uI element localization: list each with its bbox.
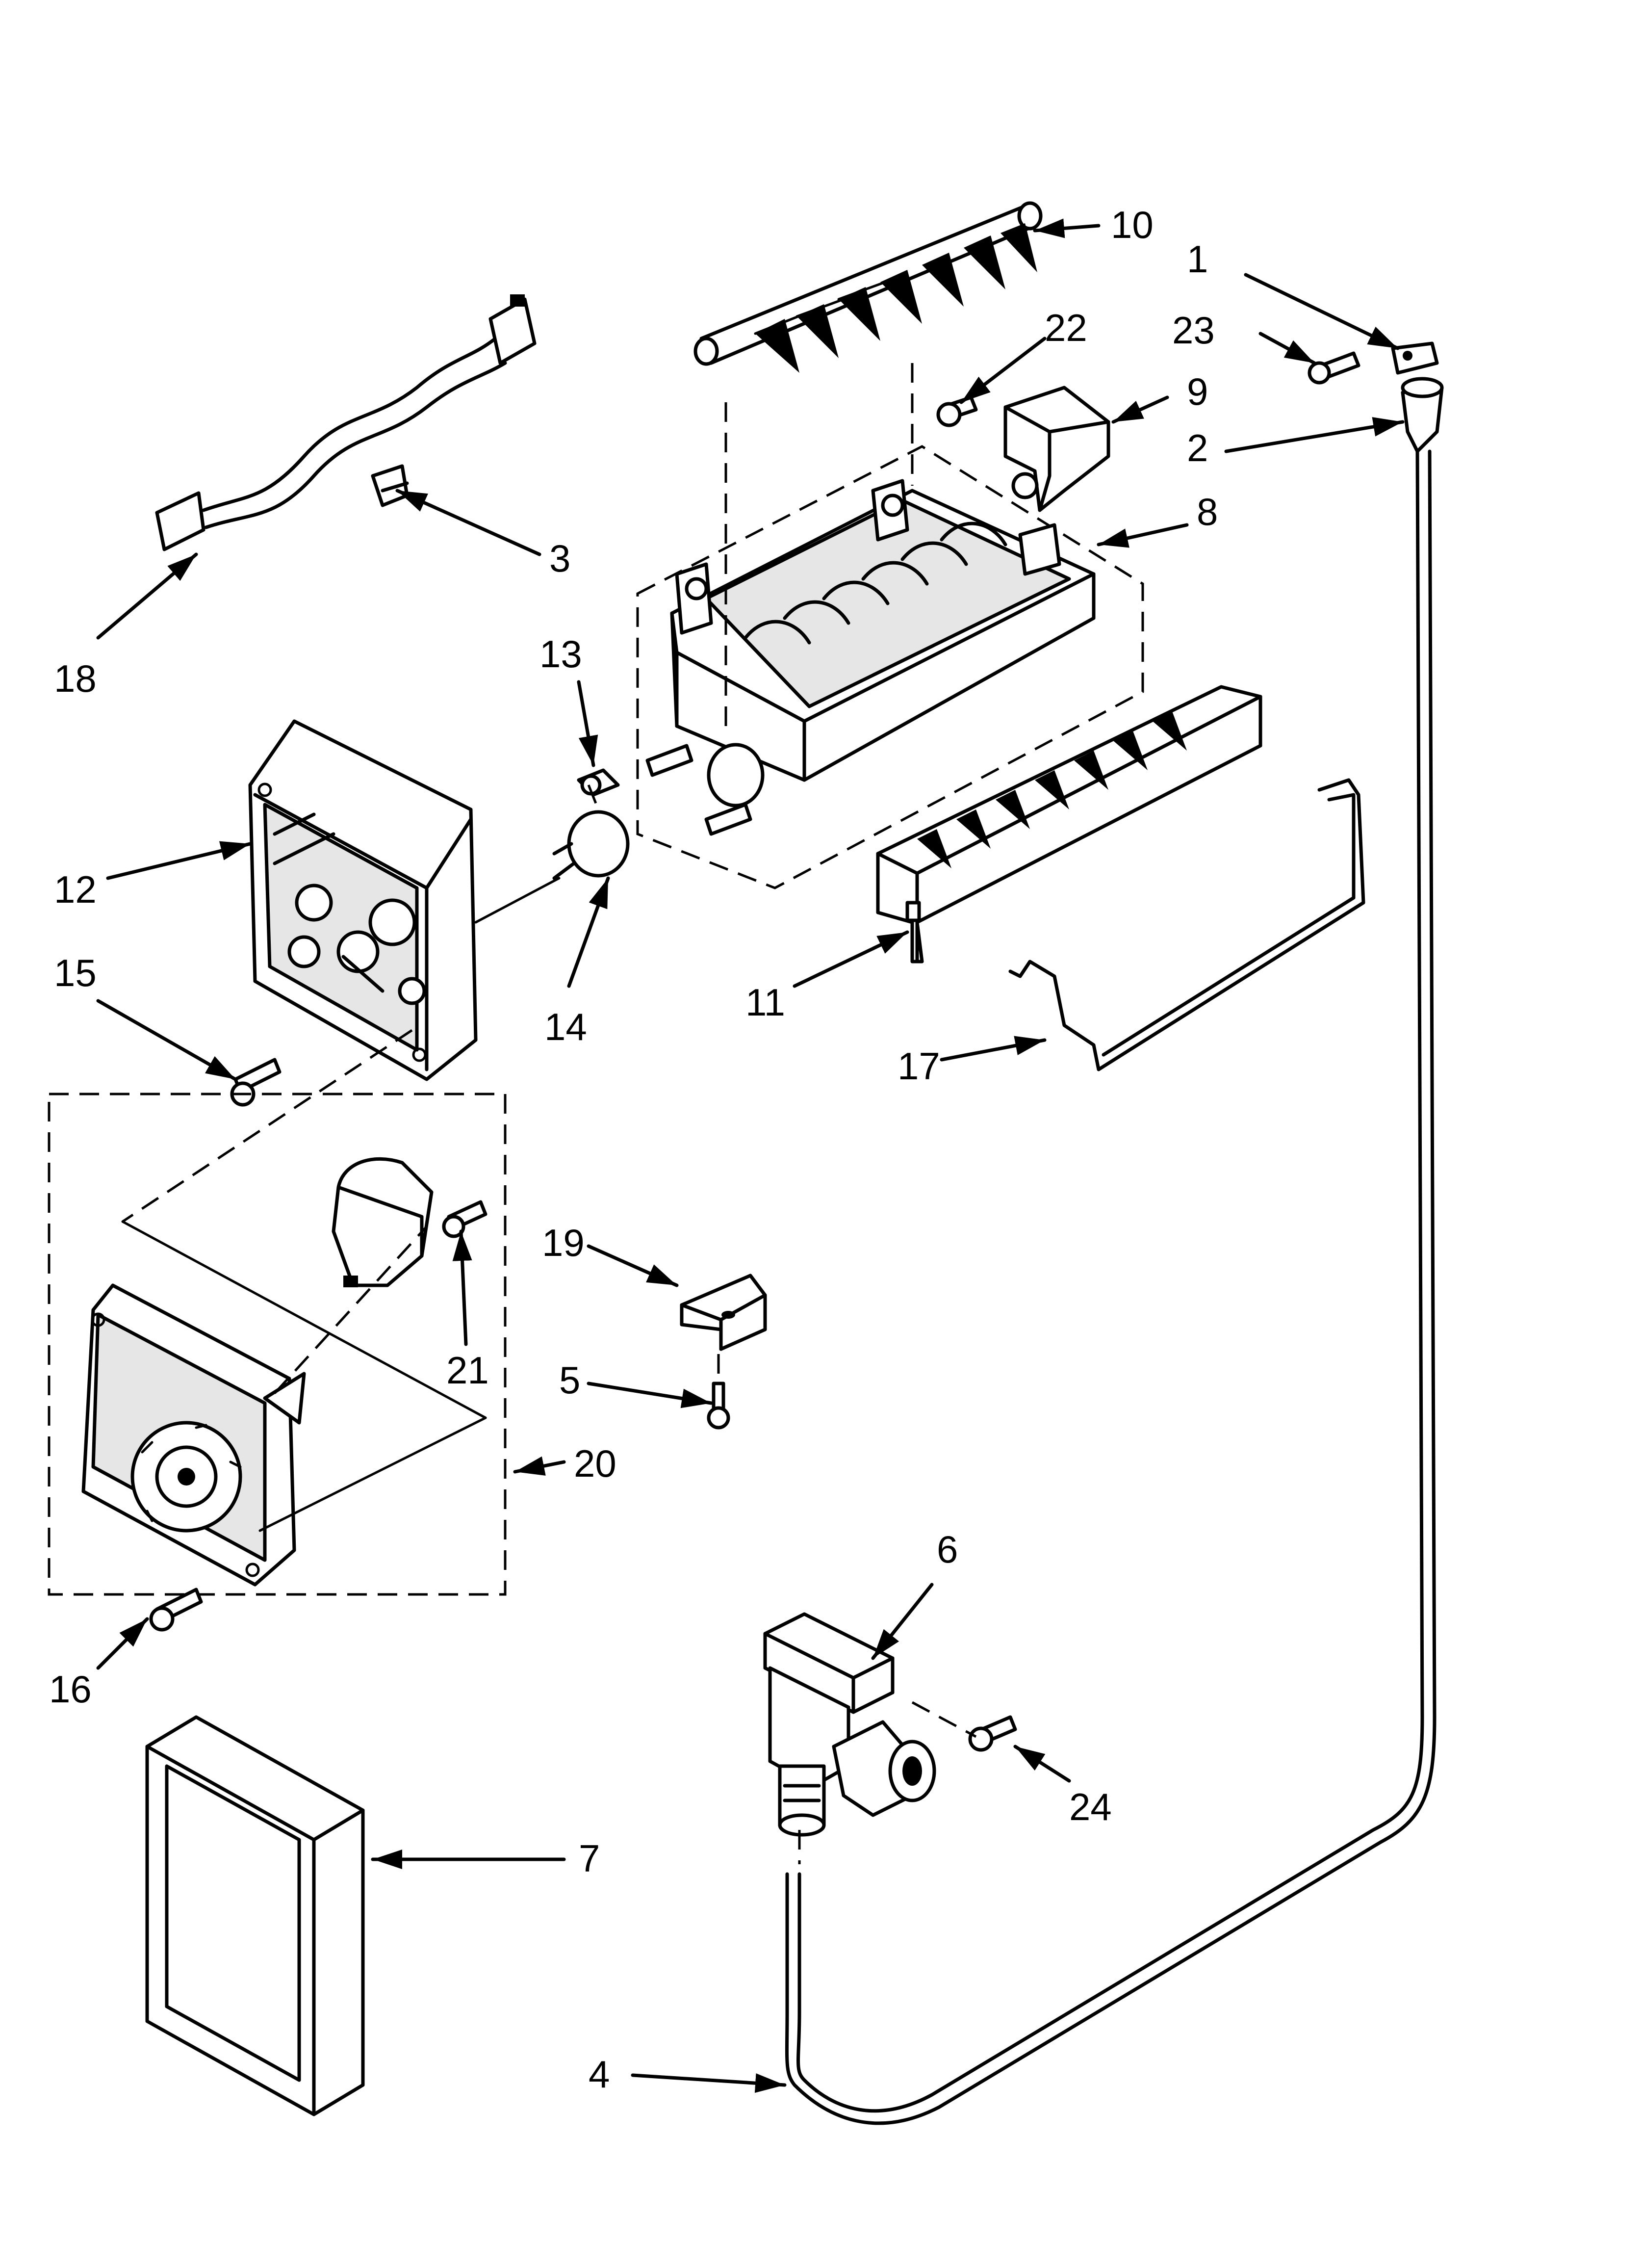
callout-19: 19 [542, 1221, 585, 1264]
motor [332, 1157, 434, 1287]
callout-1: 1 [1187, 237, 1208, 281]
part-17-shutoff-arm [1008, 778, 1365, 1071]
callout-11: 11 [745, 981, 785, 1024]
part-7-cover-frame [145, 1715, 365, 2116]
callout-9: 9 [1187, 370, 1208, 413]
part-4-water-tube [785, 449, 1437, 2125]
leader-arrows [96, 218, 1405, 2093]
part-20-module [48, 1093, 507, 1596]
part-14-thermostat [552, 810, 630, 880]
callout-20: 20 [574, 1442, 616, 1485]
callout-12: 12 [54, 868, 97, 911]
callout-10: 10 [1111, 203, 1154, 246]
callout-6: 6 [937, 1528, 958, 1571]
part-21-screw [442, 1200, 487, 1238]
callout-17: 17 [898, 1044, 940, 1088]
callout-18: 18 [54, 657, 97, 700]
part-5-screw [707, 1382, 730, 1430]
part-2-inlet-tube-end [1401, 377, 1444, 453]
part-15-screw [230, 1058, 282, 1107]
part-1-fitting-clip [1391, 341, 1439, 375]
part-18-wire-harness [155, 294, 537, 551]
callout-21: 21 [446, 1349, 489, 1392]
part-9-fill-cup [1003, 386, 1110, 512]
callout-24: 24 [1069, 1785, 1112, 1828]
callout-16: 16 [49, 1668, 92, 1711]
part-12-mounting-plate [248, 719, 478, 1081]
callout-5: 5 [559, 1358, 580, 1402]
part-16-screw [149, 1588, 203, 1632]
part-10-ejector [693, 201, 1043, 373]
callout-2: 2 [1187, 426, 1208, 469]
callout-23: 23 [1172, 309, 1215, 352]
part-13-clip [577, 768, 620, 797]
callout-7: 7 [579, 1837, 600, 1880]
callout-15: 15 [54, 951, 97, 994]
part-24-screw [968, 1715, 1017, 1752]
callout-13: 13 [539, 632, 582, 676]
callout-22: 22 [1045, 306, 1087, 349]
part-3-harness-clip [371, 464, 409, 507]
part-23-screw [1308, 351, 1360, 385]
callout-14: 14 [544, 1005, 587, 1048]
part-22-screw [936, 395, 978, 427]
callout-4: 4 [589, 2053, 610, 2096]
callout-8: 8 [1197, 490, 1218, 533]
part-6-water-valve [763, 1612, 936, 1837]
part-8-ice-mold [636, 445, 1144, 889]
part-11-stripper [876, 685, 1262, 964]
callout-labels: 10 1 22 23 9 2 8 3 18 13 12 15 14 11 17 … [49, 203, 1218, 2096]
part-19-cover [680, 1274, 767, 1351]
callout-3: 3 [549, 537, 570, 580]
connector-lines [121, 363, 977, 1864]
